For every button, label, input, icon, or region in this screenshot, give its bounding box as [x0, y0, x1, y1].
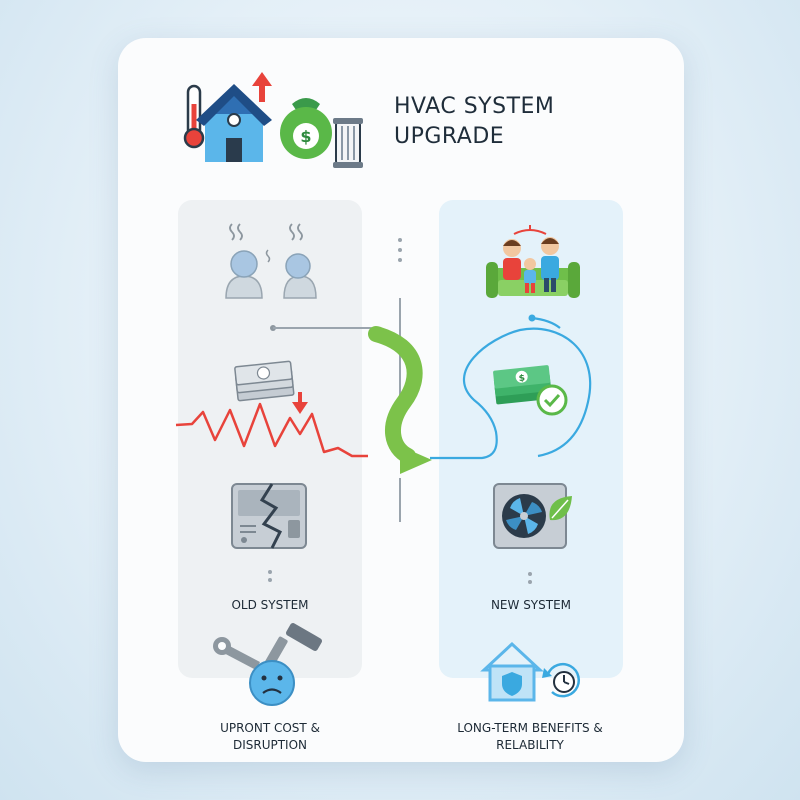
cash-check-icon: $	[493, 365, 568, 416]
air-filter-icon	[333, 118, 363, 168]
svg-text:$: $	[518, 373, 525, 384]
svg-text:$: $	[300, 127, 311, 146]
arrow-up-icon	[252, 72, 272, 102]
new-system-label: NEW SYSTEM	[490, 598, 572, 612]
sweating-people-icon	[225, 223, 317, 299]
old-system-panel	[178, 200, 362, 678]
blue-path-icon	[430, 314, 592, 460]
tools-sad-face-icon	[213, 623, 322, 706]
upfront-cost-caption-text: UPRONT COST & DISRUPTION	[220, 721, 320, 752]
family-sofa-icon	[486, 225, 580, 298]
cash-decrease-icon	[234, 360, 308, 414]
transition-arrow-icon	[368, 326, 432, 474]
page-title: HVAC SYSTEM UPGRADE	[394, 94, 555, 149]
volatility-line-icon	[175, 402, 368, 458]
efficient-unit-icon	[493, 483, 572, 549]
house-shield-icon	[480, 641, 544, 702]
thermometer-icon	[183, 84, 205, 149]
long-term-benefits-caption: LONG-TERM BENEFITS & RELABILITY	[430, 720, 630, 754]
house-icon	[196, 84, 272, 162]
divider-dots-new	[528, 572, 532, 584]
long-term-benefits-caption-text: LONG-TERM BENEFITS & RELABILITY	[457, 721, 603, 752]
clock-cycle-icon	[542, 662, 580, 698]
divider-dots-top	[398, 238, 402, 262]
broken-unit-icon	[231, 483, 307, 549]
divider-dots-old	[268, 570, 272, 582]
old-system-label: OLD SYSTEM	[231, 598, 309, 612]
upfront-cost-caption: UPRONT COST & DISRUPTION	[190, 720, 350, 754]
money-bag-icon: $	[280, 98, 332, 159]
